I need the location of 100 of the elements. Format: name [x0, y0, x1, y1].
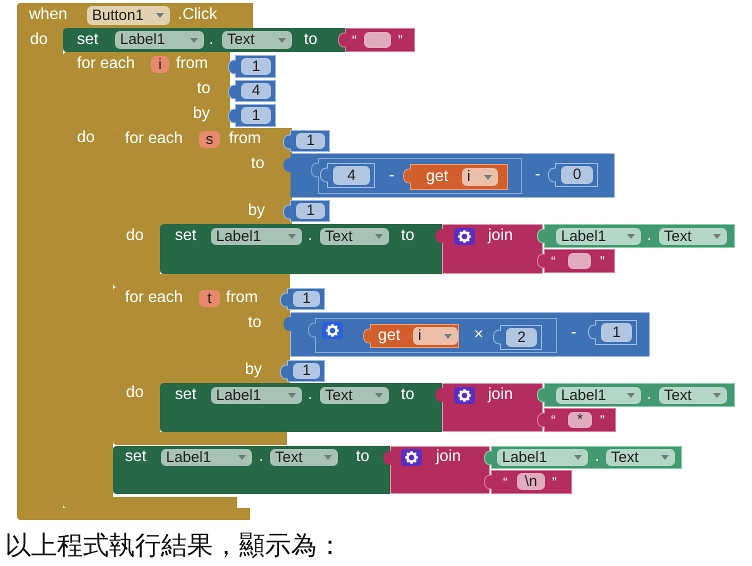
keyword: by	[248, 201, 265, 221]
getter-block	[537, 224, 735, 248]
keyword: for each	[77, 54, 135, 74]
dropdown: i	[413, 327, 458, 345]
number-block	[493, 325, 542, 350]
number-block	[228, 80, 276, 102]
quote-mark: “	[551, 411, 556, 430]
event-name: .Click	[178, 5, 218, 25]
keyword: to	[248, 313, 262, 333]
property-dot: .	[259, 447, 264, 467]
number-field: 1	[296, 133, 325, 149]
dropdown: Text	[320, 387, 389, 404]
keyword: set	[77, 30, 98, 50]
number-block	[283, 130, 330, 152]
operator: -	[535, 165, 540, 185]
dropdown: Text	[659, 387, 727, 404]
operator: -	[389, 166, 394, 186]
number-block	[320, 163, 375, 188]
caption: 以上程式執行結果，顯示為：	[5, 530, 343, 563]
keyword: to	[401, 385, 414, 405]
keyword: to	[251, 154, 264, 174]
dropdown: Button1	[87, 6, 170, 25]
keyword: to	[304, 30, 318, 50]
keyword: set	[125, 447, 146, 467]
loop-variable: s	[199, 131, 220, 148]
number-block	[283, 200, 330, 222]
number-block	[548, 163, 598, 187]
keyword: do	[77, 128, 95, 148]
property-dot: .	[647, 385, 652, 405]
subtract-block	[283, 312, 650, 357]
number-field: 0	[561, 166, 593, 184]
keyword: for each	[125, 129, 183, 149]
setter-block	[160, 383, 442, 432]
text-field: *	[568, 412, 592, 428]
dropdown: Label1	[556, 387, 641, 404]
multiply-block	[308, 318, 557, 353]
dropdown: Label1	[497, 449, 588, 466]
dropdown: Label1	[211, 228, 302, 245]
dropdown: i	[462, 168, 498, 186]
number-field: 1	[296, 203, 325, 219]
dropdown: Label1	[115, 31, 204, 49]
text-field	[568, 253, 591, 269]
quote-mark: “	[352, 31, 357, 50]
keyword: by	[245, 360, 262, 380]
number-field: 1	[241, 107, 271, 124]
join-block	[435, 224, 543, 274]
keyword: when	[29, 5, 68, 25]
setter-block	[63, 28, 345, 52]
property-dot: .	[647, 226, 652, 246]
keyword: get	[426, 167, 448, 187]
keyword: set	[175, 226, 196, 246]
dropdown: Text	[270, 449, 338, 466]
quote-mark: “	[551, 252, 556, 271]
number-field: 2	[506, 328, 537, 347]
quote-mark: “	[503, 473, 508, 492]
property-dot: .	[595, 447, 600, 467]
quote-mark: ”	[552, 473, 557, 492]
text-block	[537, 249, 615, 273]
dropdown: Text	[606, 449, 675, 466]
number-block	[280, 288, 325, 310]
text-block	[537, 408, 616, 432]
join-block	[435, 383, 543, 432]
subtract-block	[283, 153, 615, 198]
property-dot: .	[209, 30, 214, 50]
dropdown: Text	[659, 228, 727, 245]
keyword: do	[126, 383, 144, 403]
loop-variable: i	[151, 56, 169, 73]
for-loop-block	[113, 287, 290, 445]
keyword: to	[197, 79, 210, 99]
subtract-block	[311, 158, 522, 194]
setter-block	[113, 446, 390, 494]
keyword: from	[226, 288, 258, 308]
quote-mark: ”	[398, 31, 403, 50]
keyword: by	[193, 104, 210, 124]
dropdown: Label1	[556, 228, 641, 245]
property-dot: .	[308, 385, 312, 405]
number-field: 1	[293, 291, 320, 307]
operator: -	[571, 323, 576, 343]
text-block	[338, 28, 415, 52]
keyword: set	[175, 385, 196, 405]
text-field: \n	[517, 473, 545, 490]
quote-mark: ”	[600, 252, 605, 271]
get-block	[403, 164, 508, 190]
keyword: from	[176, 54, 208, 74]
number-field: 1	[601, 323, 632, 342]
for-loop-block	[113, 128, 292, 287]
text-field	[364, 32, 391, 48]
setter-block	[160, 224, 442, 274]
keyword: to	[401, 226, 414, 246]
dropdown: Label1	[161, 449, 252, 466]
keyword: join	[488, 226, 513, 246]
keyword: for each	[125, 288, 183, 308]
property-dot: .	[308, 226, 312, 246]
number-field: 1	[293, 363, 320, 379]
number-field: 4	[241, 83, 271, 99]
operator: ×	[474, 325, 484, 345]
number-field: 1	[241, 58, 271, 75]
join-block	[383, 446, 490, 494]
keyword: do	[126, 226, 144, 246]
number-block	[280, 360, 325, 382]
